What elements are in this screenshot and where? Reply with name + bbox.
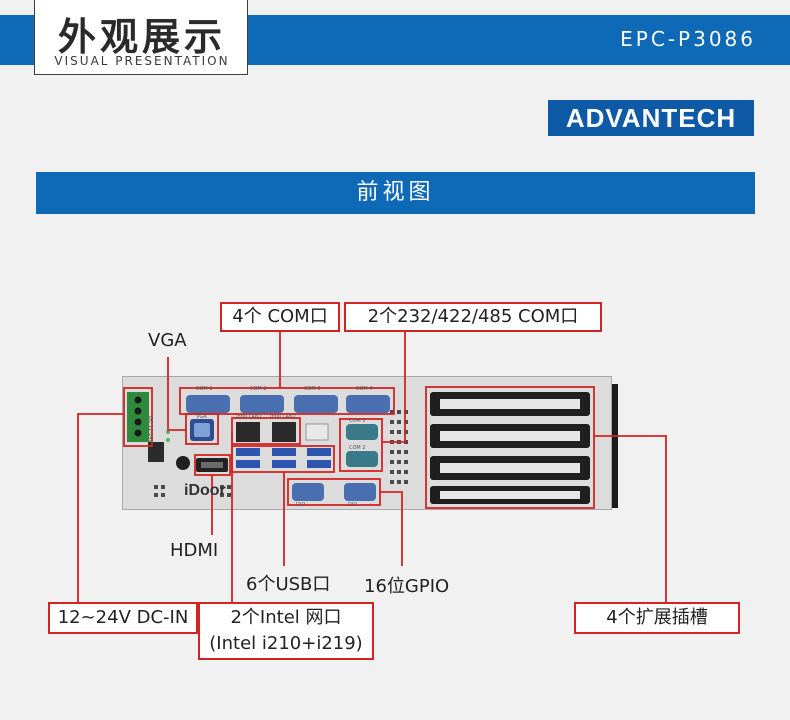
highlight-slots bbox=[425, 386, 595, 509]
status-led bbox=[166, 438, 170, 442]
usb-port bbox=[272, 448, 296, 456]
gpio-port bbox=[344, 483, 376, 501]
page-title: 外观展示 bbox=[57, 15, 226, 59]
com-port bbox=[294, 395, 338, 413]
panel-label-dio1: DIO bbox=[296, 502, 306, 508]
callout-com4: 4个 COM口 bbox=[220, 302, 340, 332]
panel-label-lan2: Intel LAN2 bbox=[270, 414, 296, 420]
panel-label-com-r2: COM 2 bbox=[349, 445, 366, 451]
callout-gpio: 16位GPIO bbox=[364, 576, 450, 597]
com-port-232 bbox=[346, 451, 378, 467]
highlight-com2 bbox=[339, 418, 383, 472]
usb-port bbox=[307, 460, 331, 468]
slot-vent bbox=[440, 399, 580, 409]
dc-terminal-pin bbox=[134, 407, 142, 415]
highlight-com4 bbox=[179, 387, 395, 415]
page-subtitle: VISUAL PRESENTATION bbox=[54, 54, 230, 68]
dc-terminal-block bbox=[127, 392, 149, 442]
leader-dcin bbox=[77, 413, 124, 602]
model-name: EPC-P3086 bbox=[620, 27, 756, 51]
gpio-port bbox=[292, 483, 324, 501]
leader-slots bbox=[594, 435, 667, 602]
leader-vga bbox=[167, 357, 186, 431]
slot-vent bbox=[440, 491, 580, 499]
blank-cover bbox=[305, 423, 329, 441]
callout-lan: 2个Intel 网口 (Intel i210+i219) bbox=[198, 602, 374, 660]
slot-vent bbox=[440, 431, 580, 441]
panel-label-com-r1: COM 1 bbox=[349, 418, 366, 424]
dc-terminal-pin bbox=[134, 396, 142, 404]
com-ports-top bbox=[186, 395, 390, 413]
callout-com2: 2个232/422/485 COM口 bbox=[344, 302, 602, 332]
power-connector bbox=[148, 442, 164, 462]
usb-port bbox=[272, 460, 296, 468]
callout-hdmi: HDMI bbox=[170, 540, 219, 561]
highlight-dcin bbox=[123, 387, 153, 447]
dc-terminal-pin bbox=[134, 418, 142, 426]
com-port bbox=[346, 395, 390, 413]
expansion-slots bbox=[430, 392, 590, 504]
usb-port bbox=[307, 448, 331, 456]
usb-port bbox=[236, 460, 260, 468]
panel-label-dc: DC 12-24V bbox=[147, 416, 153, 443]
panel-label-vga: VGA bbox=[196, 414, 207, 420]
panel-label-com2: COM 2 bbox=[250, 386, 267, 392]
usb-port bbox=[236, 448, 260, 456]
advantech-logo: ADVANTECH bbox=[548, 100, 754, 136]
power-button bbox=[176, 456, 190, 470]
callout-lan-line2: (Intel i210+i219) bbox=[209, 633, 363, 654]
usb-ports bbox=[236, 448, 331, 468]
dc-terminal-pin bbox=[134, 429, 142, 437]
status-led bbox=[166, 430, 170, 434]
com-port bbox=[240, 395, 284, 413]
com-port bbox=[186, 395, 230, 413]
leader-gpio bbox=[380, 491, 403, 566]
callout-lan-line1: 2个Intel 网口 bbox=[230, 607, 342, 628]
com-port-232 bbox=[346, 424, 378, 440]
panel-label-dio2: DIO bbox=[348, 502, 358, 508]
highlight-lan bbox=[231, 417, 301, 445]
panel-label-com4: COM 4 bbox=[356, 386, 373, 392]
lan-port bbox=[236, 422, 260, 442]
callout-slots: 4个扩展插槽 bbox=[574, 602, 740, 634]
section-title: 前视图 bbox=[36, 172, 755, 214]
panel-label-lan1: Intel LAN1 bbox=[236, 414, 262, 420]
slot-vent bbox=[440, 463, 580, 473]
hdmi-port-inner bbox=[201, 462, 223, 468]
title-box: 外观展示 VISUAL PRESENTATION bbox=[34, 0, 248, 75]
idoor-logo: iDoor bbox=[184, 482, 226, 499]
vga-port-inner bbox=[194, 423, 210, 437]
callout-vga: VGA bbox=[148, 330, 187, 351]
panel-label-com3: COM 3 bbox=[304, 386, 321, 392]
leader-com2 bbox=[382, 332, 406, 443]
callout-usb: 6个USB口 bbox=[246, 574, 331, 595]
callout-dcin: 12~24V DC-IN bbox=[48, 602, 198, 634]
panel-label-com1: COM 1 bbox=[196, 386, 213, 392]
lan-port bbox=[272, 422, 296, 442]
